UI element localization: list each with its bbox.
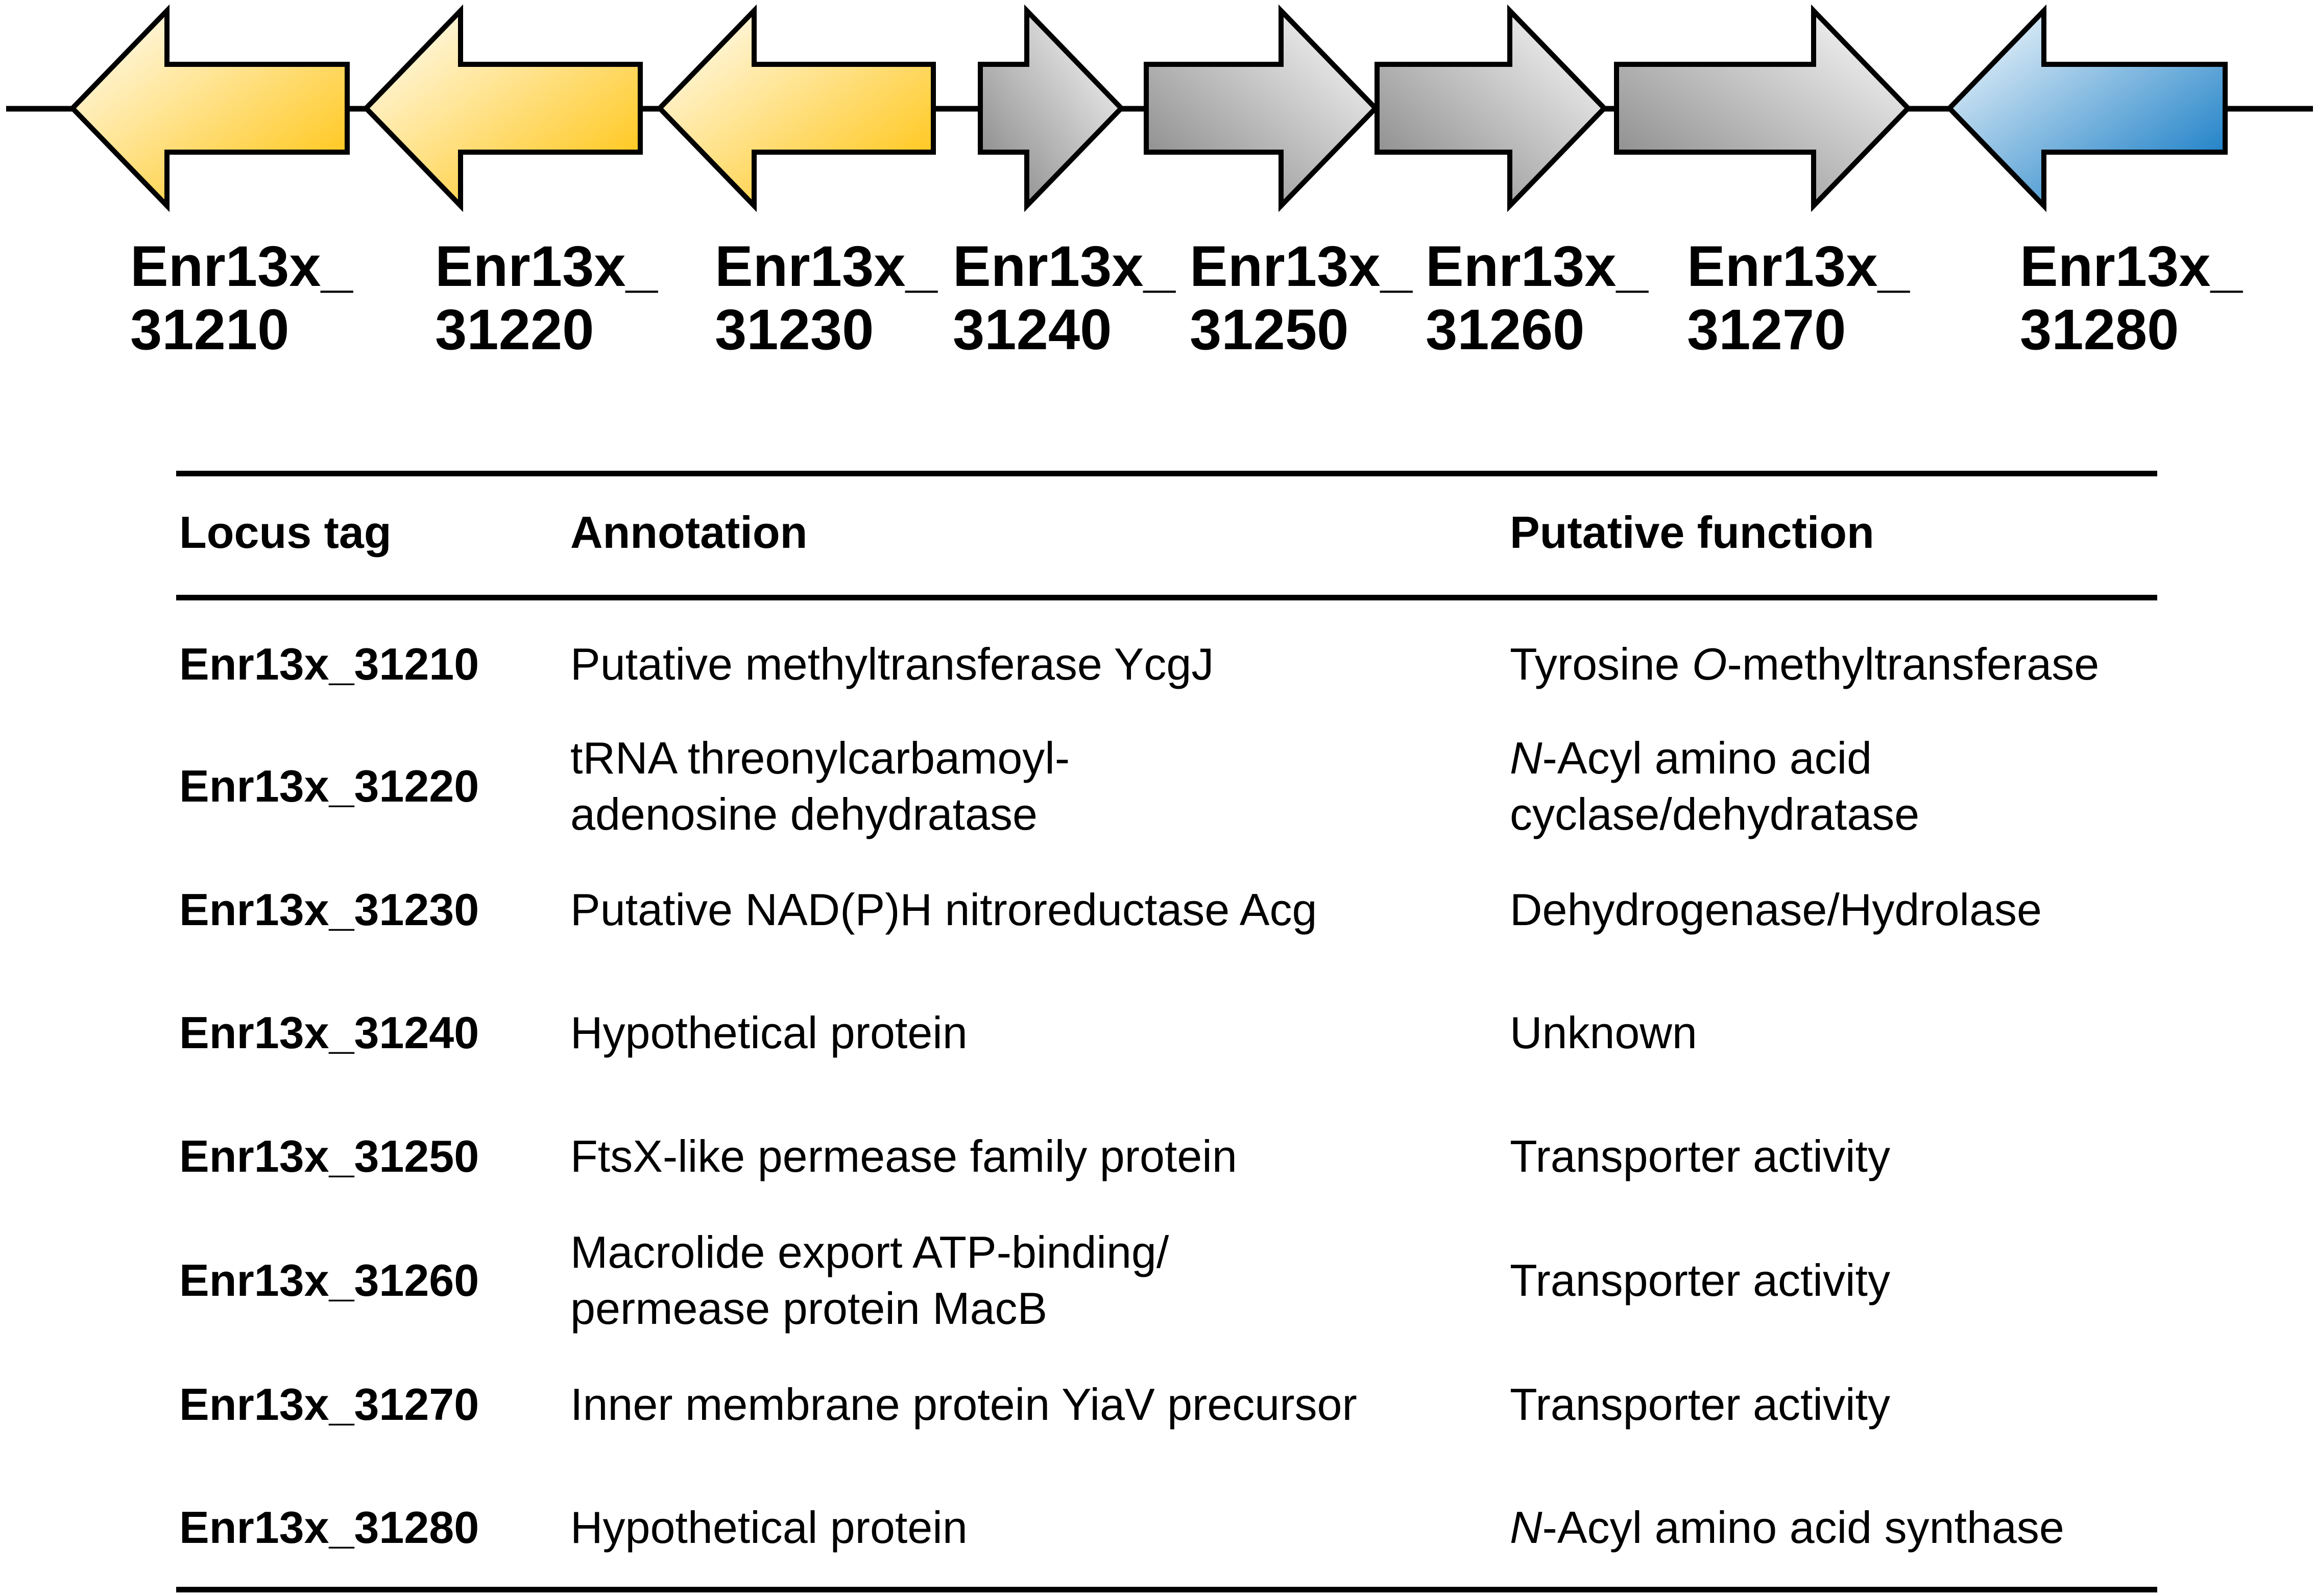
annotation-line: Macrolide export ATP-binding/ xyxy=(570,1227,1169,1277)
putative-function-cell: N-Acyl amino acid synthase xyxy=(1510,1500,2064,1556)
header-putative-function: Putative function xyxy=(1510,507,1874,558)
function-line: Transporter activity xyxy=(1510,1128,1890,1184)
locus-tag-cell: Enr13x_31270 xyxy=(179,1379,479,1430)
annotation-line: Putative methyltransferase YcgJ xyxy=(570,639,1214,689)
table-top-rule xyxy=(176,471,2157,476)
putative-function-cell: Dehydrogenase/Hydrolase xyxy=(1510,882,2042,938)
gene-label-31230: Enr13x_31230 xyxy=(715,235,937,361)
header-locus-tag: Locus tag xyxy=(179,507,392,558)
putative-function-cell: Transporter activity xyxy=(1510,1252,1890,1309)
annotation-line: Inner membrane protein YiaV precursor xyxy=(570,1379,1357,1430)
gene-label-31240: Enr13x_31240 xyxy=(953,235,1175,361)
gene-label-prefix: Enr13x_ xyxy=(130,234,353,298)
gene-arrow-31220 xyxy=(363,4,643,212)
annotation-line: Hypothetical protein xyxy=(570,1502,968,1553)
gene-arrow-31230 xyxy=(656,4,936,212)
gene-arrow-31280 xyxy=(1946,4,2228,212)
putative-function-cell: Transporter activity xyxy=(1510,1376,1890,1433)
annotation-cell: Macrolide export ATP-binding/permease pr… xyxy=(570,1224,1169,1337)
putative-function-cell: Tyrosine O-methyltransferase xyxy=(1510,636,2099,692)
annotation-line: permease protein MacB xyxy=(570,1283,1048,1334)
function-text: Dehydrogenase/Hydrolase xyxy=(1510,884,2042,935)
gene-label-number: 31220 xyxy=(435,298,594,361)
gene-label-prefix: Enr13x_ xyxy=(953,234,1175,298)
header-annotation: Annotation xyxy=(570,507,808,558)
gene-label-31260: Enr13x_31260 xyxy=(1426,235,1648,361)
function-line: N-Acyl amino acid xyxy=(1510,730,1919,786)
gene-label-31210: Enr13x_31210 xyxy=(130,235,353,361)
locus-tag-cell: Enr13x_31250 xyxy=(179,1131,479,1181)
function-italic-prefix: O xyxy=(1692,639,1727,689)
gene-label-number: 31280 xyxy=(2020,298,2179,361)
function-italic-prefix: N xyxy=(1510,1502,1542,1553)
gene-arrow-31270 xyxy=(1614,4,1912,212)
gene-label-prefix: Enr13x_ xyxy=(2020,234,2242,298)
function-text: Transporter activity xyxy=(1510,1131,1890,1181)
function-text: Tyrosine xyxy=(1510,639,1693,689)
annotation-cell: FtsX-like permease family protein xyxy=(570,1128,1237,1184)
annotation-cell: Hypothetical protein xyxy=(570,1005,968,1061)
table-bottom-rule xyxy=(176,1587,2157,1592)
gene-label-number: 31270 xyxy=(1687,298,1846,361)
annotation-cell: Putative methyltransferase YcgJ xyxy=(570,636,1214,692)
gene-label-prefix: Enr13x_ xyxy=(1687,234,1910,298)
annotation-line: Hypothetical protein xyxy=(570,1007,968,1058)
locus-tag-cell: Enr13x_31220 xyxy=(179,761,479,811)
gene-arrow-31260 xyxy=(1374,4,1608,212)
annotation-cell: Putative NAD(P)H nitroreductase Acg xyxy=(570,882,1317,938)
annotation-line: FtsX-like permease family protein xyxy=(570,1131,1237,1181)
locus-tag-cell: Enr13x_31280 xyxy=(179,1502,479,1553)
table-header-rule xyxy=(176,595,2157,600)
function-line: N-Acyl amino acid synthase xyxy=(1510,1500,2064,1556)
function-line: Transporter activity xyxy=(1510,1252,1890,1309)
function-italic-prefix: N xyxy=(1510,733,1542,783)
function-text: -Acyl amino acid synthase xyxy=(1542,1502,2064,1553)
annotation-line: Putative NAD(P)H nitroreductase Acg xyxy=(570,884,1317,935)
gene-arrow-31250 xyxy=(1144,4,1379,212)
gene-label-number: 31230 xyxy=(715,298,874,361)
annotation-cell: Inner membrane protein YiaV precursor xyxy=(570,1376,1357,1433)
annotation-line: adenosine dehydratase xyxy=(570,789,1038,839)
gene-cluster-map xyxy=(6,4,2313,212)
locus-tag-cell: Enr13x_31230 xyxy=(179,884,479,935)
gene-label-31220: Enr13x_31220 xyxy=(435,235,658,361)
function-text: Transporter activity xyxy=(1510,1379,1890,1430)
locus-tag-cell: Enr13x_31210 xyxy=(179,639,479,689)
function-text: -methyltransferase xyxy=(1727,639,2100,689)
gene-label-prefix: Enr13x_ xyxy=(435,234,658,298)
gene-label-31270: Enr13x_31270 xyxy=(1687,235,1910,361)
annotation-cell: Hypothetical protein xyxy=(570,1500,968,1556)
function-text: Unknown xyxy=(1510,1007,1697,1058)
gene-label-number: 31240 xyxy=(953,298,1112,361)
gene-label-prefix: Enr13x_ xyxy=(1190,234,1412,298)
gene-label-number: 31250 xyxy=(1190,298,1349,361)
function-line: cyclase/dehydratase xyxy=(1510,789,1920,839)
gene-label-number: 31260 xyxy=(1426,298,1585,361)
annotation-line: tRNA threonylcarbamoyl- xyxy=(570,733,1070,783)
putative-function-cell: Transporter activity xyxy=(1510,1128,1890,1184)
gene-label-prefix: Enr13x_ xyxy=(1426,234,1648,298)
function-text: -Acyl amino acid xyxy=(1542,733,1872,783)
gene-label-31280: Enr13x_31280 xyxy=(2020,235,2242,361)
gene-label-31250: Enr13x_31250 xyxy=(1190,235,1412,361)
gene-label-prefix: Enr13x_ xyxy=(715,234,937,298)
gene-arrow-31210 xyxy=(69,4,350,212)
function-line: Unknown xyxy=(1510,1005,1697,1061)
gene-arrow-31240 xyxy=(978,4,1125,212)
function-text: Transporter activity xyxy=(1510,1255,1890,1305)
locus-tag-cell: Enr13x_31240 xyxy=(179,1007,479,1058)
putative-function-cell: Unknown xyxy=(1510,1005,1697,1061)
function-line: Transporter activity xyxy=(1510,1376,1890,1433)
annotation-cell: tRNA threonylcarbamoyl-adenosine dehydra… xyxy=(570,730,1070,842)
function-line: Tyrosine O-methyltransferase xyxy=(1510,636,2099,692)
gene-label-number: 31210 xyxy=(130,298,290,361)
locus-tag-cell: Enr13x_31260 xyxy=(179,1255,479,1305)
function-line: Dehydrogenase/Hydrolase xyxy=(1510,882,2042,938)
